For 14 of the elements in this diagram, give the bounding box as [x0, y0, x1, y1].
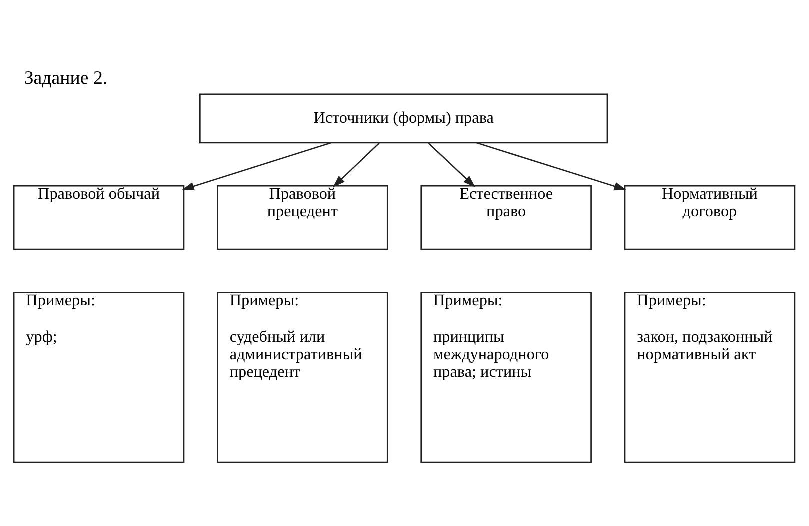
arrow	[182, 142, 332, 191]
diagram-title: Задание 2.	[24, 68, 108, 89]
node-box: Нормативный договор	[624, 185, 796, 250]
node-box: Примеры: принципы международного права; истины	[420, 292, 592, 464]
arrow	[428, 142, 476, 188]
node-box: Правовой прецедент	[217, 185, 388, 250]
node-box: Примеры: судебный или административный прецедент	[217, 292, 388, 464]
node-box: Источники (формы) права	[200, 94, 608, 144]
node-box: Правовой обычай	[13, 185, 185, 250]
node-box: Примеры: закон, подзаконный нормативный акт	[624, 292, 796, 464]
arrow	[333, 142, 380, 188]
arrow	[476, 142, 627, 191]
node-box: Естественное право	[420, 185, 592, 250]
node-box: Примеры: урф;	[13, 292, 185, 464]
